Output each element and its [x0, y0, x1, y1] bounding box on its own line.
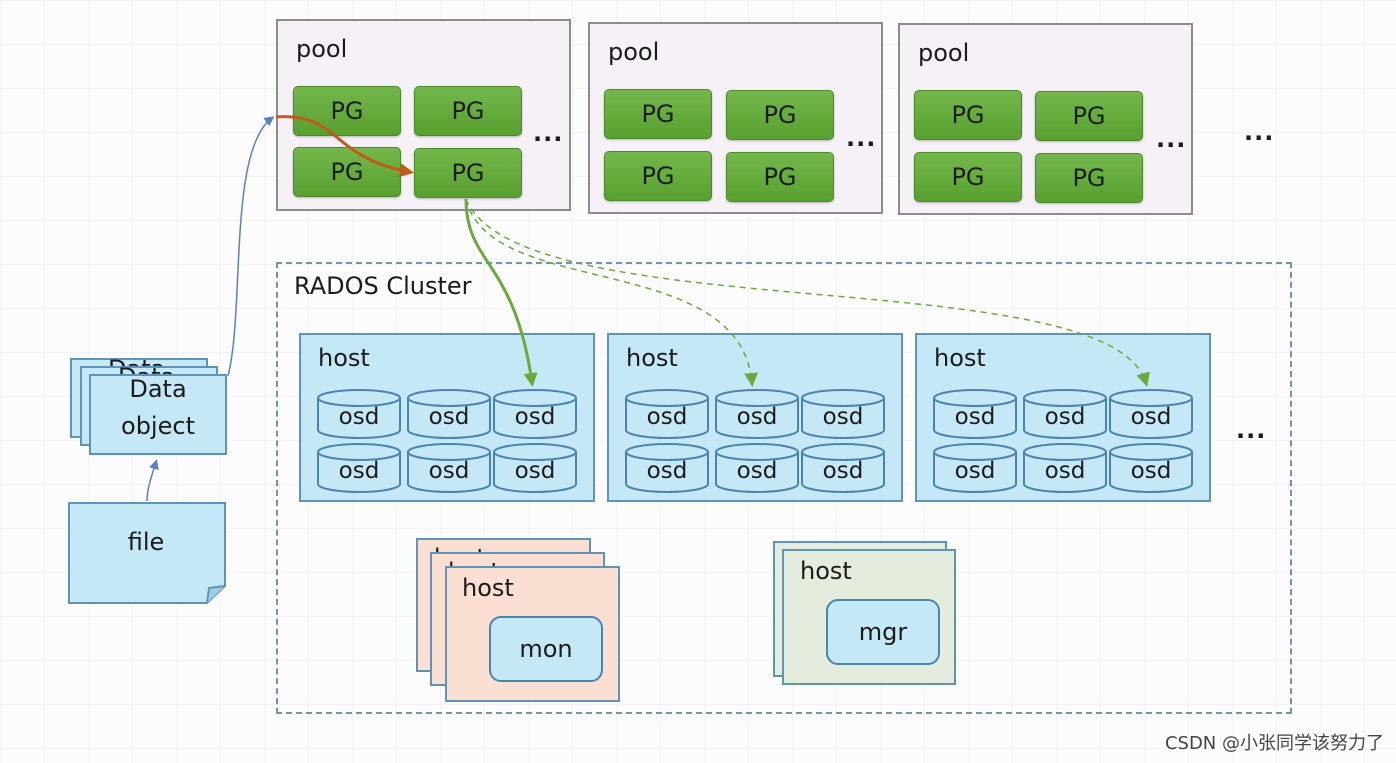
pg-box: PG — [414, 86, 522, 136]
pool-label: pool — [608, 38, 660, 66]
osd-label: osd — [954, 404, 996, 430]
osd-label: osd — [822, 458, 864, 484]
osd-disk: osd — [801, 443, 885, 493]
osd-label: osd — [338, 458, 380, 484]
pool-label: pool — [918, 39, 970, 67]
pg-box: PG — [914, 152, 1022, 202]
rados-cluster-label: RADOS Cluster — [294, 272, 472, 300]
pg-box-target: PG — [414, 148, 522, 198]
osd-label: osd — [514, 458, 556, 484]
osd-disk: osd — [715, 389, 799, 439]
data-object-card: Data object — [89, 374, 227, 455]
host-label: host — [318, 344, 370, 372]
file-label: file — [127, 528, 165, 556]
osd-disk: osd — [407, 389, 491, 439]
pg-box: PG — [726, 152, 834, 202]
file-shape — [68, 502, 226, 604]
osd-disk: osd — [493, 443, 577, 493]
osd-disk: osd — [493, 389, 577, 439]
pool-box-2: pool PG PG PG PG ... — [588, 22, 883, 214]
pg-box: PG — [726, 90, 834, 140]
mon-host-card: host mon — [445, 566, 620, 702]
osd-host-2: host osd osd osd osd osd osd — [607, 333, 903, 502]
osd-label: osd — [736, 404, 778, 430]
osd-host-3: host osd osd osd osd osd osd — [915, 333, 1211, 502]
osd-label: osd — [954, 458, 996, 484]
osd-label: osd — [338, 404, 380, 430]
mgr-host-card: host mgr — [782, 549, 956, 685]
osd-disk: osd — [1023, 389, 1107, 439]
pg-box: PG — [604, 151, 712, 201]
osd-host-1: host osd osd osd osd osd osd — [299, 333, 595, 502]
hosts-ellipsis: ... — [1236, 416, 1267, 444]
osd-disk: osd — [407, 443, 491, 493]
osd-disk: osd — [625, 389, 709, 439]
osd-disk: osd — [933, 389, 1017, 439]
osd-disk: osd — [625, 443, 709, 493]
file-node: file — [68, 502, 226, 604]
pg-ellipsis: ... — [1156, 125, 1187, 153]
osd-label: osd — [646, 458, 688, 484]
osd-disk: osd — [1109, 389, 1193, 439]
watermark: CSDN @小张同学该努力了 — [1164, 733, 1384, 754]
pool-label: pool — [296, 35, 348, 63]
host-label: host — [626, 344, 678, 372]
osd-label: osd — [736, 458, 778, 484]
osd-label: osd — [428, 458, 470, 484]
osd-label: osd — [822, 404, 864, 430]
pg-box: PG — [914, 90, 1022, 140]
mon-service-box: mon — [489, 616, 603, 682]
host-label: host — [800, 557, 852, 585]
host-label: host — [462, 574, 514, 602]
data-object-line-1: Data — [129, 375, 187, 403]
pools-ellipsis: ... — [1244, 118, 1275, 146]
osd-label: osd — [1130, 458, 1172, 484]
pg-box: PG — [293, 86, 401, 136]
host-label: host — [934, 344, 986, 372]
osd-disk: osd — [317, 389, 401, 439]
pg-ellipsis: ... — [846, 124, 877, 152]
osd-label: osd — [646, 404, 688, 430]
osd-disk: osd — [801, 389, 885, 439]
pg-box: PG — [293, 147, 401, 197]
osd-label: osd — [428, 404, 470, 430]
pool-box-1: pool PG PG PG PG ... — [276, 19, 571, 211]
osd-label: osd — [514, 404, 556, 430]
osd-disk: osd — [715, 443, 799, 493]
data-object-line-2: object — [121, 412, 195, 440]
pg-box: PG — [1035, 91, 1143, 141]
pool-box-3: pool PG PG PG PG ... — [898, 23, 1193, 215]
osd-label: osd — [1130, 404, 1172, 430]
osd-disk: osd — [1109, 443, 1193, 493]
osd-label: osd — [1044, 404, 1086, 430]
osd-label: osd — [1044, 458, 1086, 484]
pg-box: PG — [1035, 153, 1143, 203]
pg-ellipsis: ... — [533, 119, 564, 147]
mgr-service-box: mgr — [826, 599, 940, 665]
osd-disk: osd — [933, 443, 1017, 493]
osd-disk: osd — [317, 443, 401, 493]
pg-box: PG — [604, 89, 712, 139]
osd-disk: osd — [1023, 443, 1107, 493]
